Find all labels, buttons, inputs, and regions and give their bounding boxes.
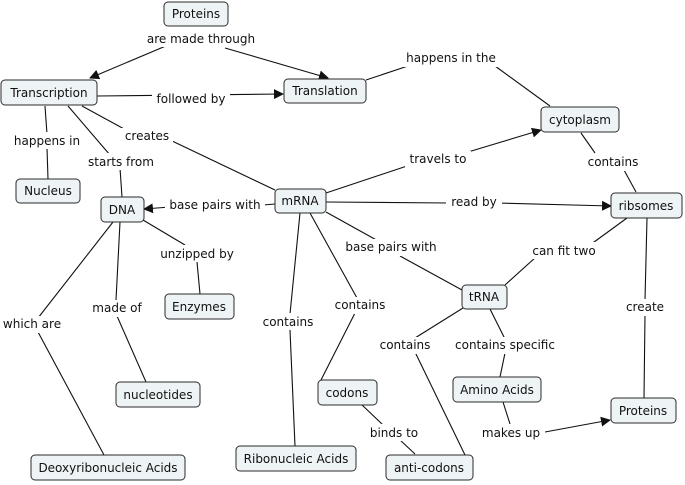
- concept-label: Proteins: [619, 404, 667, 418]
- concept-label: Nucleus: [24, 184, 72, 198]
- concept-mrna[interactable]: mRNA: [274, 188, 327, 214]
- concept-label: codons: [326, 386, 369, 400]
- link-label-contains-ribsomes: contains: [588, 155, 639, 169]
- edge-proteins-translation: [224, 47, 329, 81]
- link-label-starts-from: starts from: [88, 155, 154, 169]
- edge-transcription-happensin: [44, 105, 48, 135]
- edge-trna-contains: [414, 307, 464, 339]
- edge-contains-ribonucleic: [289, 329, 296, 447]
- concept-trna[interactable]: tRNA: [461, 284, 508, 310]
- link-labels: are made through followed by happens in …: [0, 30, 668, 441]
- concept-enzymes[interactable]: Enzymes: [164, 293, 235, 320]
- link-label-create: create: [626, 300, 664, 314]
- edge-startsfrom-dna: [119, 167, 123, 198]
- link-label-can-fit-two: can fit two: [532, 244, 595, 258]
- link-label-base-pairs-with-trna: base pairs with: [345, 240, 436, 254]
- edge-containsspecific-amino: [499, 352, 506, 378]
- concept-translation[interactable]: Translation: [283, 78, 367, 104]
- concept-label: tRNA: [469, 290, 500, 304]
- edge-mrna-travelsto: [325, 164, 411, 194]
- edge-ribsomes-create: [644, 217, 648, 301]
- edge-happensin-nucleus: [46, 147, 49, 180]
- link-label-read-by: read by: [451, 195, 497, 209]
- concept-label: Transcription: [9, 86, 87, 100]
- concept-anti-codons[interactable]: anti-codons: [385, 454, 474, 481]
- edge-unzipped-enzymes: [196, 261, 201, 295]
- edge-create-proteins: [643, 314, 646, 399]
- edge-translation-happensin: [365, 65, 409, 81]
- link-label-travels-to: travels to: [410, 152, 467, 166]
- edge-dna-madeof: [115, 221, 121, 301]
- concept-cytoplasm[interactable]: cytoplasm: [540, 106, 620, 133]
- edge-cytoplasm-contains: [580, 132, 596, 154]
- concept-transcription[interactable]: Transcription: [0, 79, 98, 106]
- edge-travelsto-cytoplasm: [467, 127, 542, 153]
- concept-proteins-bottom[interactable]: Proteins: [610, 397, 677, 424]
- link-label-contains-ribonucleic: contains: [263, 315, 314, 329]
- concept-proteins-top[interactable]: Proteins: [163, 1, 229, 27]
- edge-makesup-proteins: [544, 416, 611, 433]
- concept-label: Ribonucleic Acids: [244, 452, 349, 466]
- edge-trna-containsspecific: [489, 308, 506, 340]
- edge-happensin-cytoplasm: [494, 65, 551, 107]
- concept-label: Proteins: [172, 7, 220, 21]
- link-label-contains-specific: contains specific: [455, 338, 555, 352]
- link-label-happens-in-the: happens in the: [406, 51, 496, 65]
- edge-mrna-readby: [325, 201, 451, 204]
- concept-label: Enzymes: [172, 300, 226, 314]
- link-label-creates: creates: [125, 129, 169, 143]
- link-label-makes-up: makes up: [482, 426, 540, 440]
- edge-dna-whichare: [37, 221, 114, 319]
- link-label-contains-anticodons: contains: [380, 338, 431, 352]
- link-label-base-pairs-with-dna: base pairs with: [169, 198, 260, 212]
- edge-amino-makesup: [502, 401, 511, 425]
- edge-codons-bindsto: [360, 403, 384, 426]
- concept-ribonucleic-acids[interactable]: Ribonucleic Acids: [235, 445, 357, 472]
- concept-label: mRNA: [281, 194, 319, 208]
- concept-ribsomes[interactable]: ribsomes: [610, 192, 683, 219]
- edge-mrna-contains-ribo: [289, 212, 301, 315]
- concept-label: nucleotides: [123, 388, 192, 402]
- edge-transcription-creates: [81, 105, 127, 131]
- link-label-followed-by: followed by: [157, 92, 226, 106]
- concept-label: cytoplasm: [549, 113, 611, 127]
- edge-creates-mrna: [169, 139, 276, 191]
- concept-label: Translation: [291, 84, 357, 98]
- concept-nucleotides[interactable]: nucleotides: [115, 381, 201, 408]
- concept-label: DNA: [109, 203, 136, 217]
- edge-basepairs2-trna: [399, 255, 463, 291]
- concept-label: ribsomes: [619, 199, 674, 213]
- edge-contains-ribsomes: [623, 169, 637, 193]
- edge-madeof-nucleotides: [116, 315, 147, 383]
- edge-readby-ribsomes: [497, 200, 612, 211]
- concept-codons[interactable]: codons: [317, 379, 378, 406]
- edge-dna-unzipped: [142, 219, 186, 246]
- edge-bindsto-anticodons: [399, 439, 416, 455]
- link-label-made-of: made of: [92, 301, 142, 315]
- concept-dna[interactable]: DNA: [100, 196, 145, 223]
- link-label-are-made-through: are made through: [147, 32, 255, 46]
- link-label-contains-codons: contains: [335, 298, 386, 312]
- edge-ribsomes-canfit: [589, 217, 628, 246]
- concept-label: anti-codons: [394, 461, 464, 475]
- edge-mrna-basepairs2: [325, 211, 381, 243]
- concept-amino-acids[interactable]: Amino Acids: [452, 376, 542, 403]
- edge-canfit-trna: [504, 256, 537, 286]
- connector-lines: [37, 39, 648, 456]
- link-label-which-are: which are: [3, 317, 61, 331]
- concept-label: Deoxyribonucleic Acids: [38, 461, 177, 475]
- edge-whichare-deoxy: [37, 331, 105, 456]
- concept-deoxyribonucleic-acids[interactable]: Deoxyribonucleic Acids: [30, 454, 186, 481]
- edge-contains-codons: [320, 312, 356, 381]
- concept-nucleus[interactable]: Nucleus: [15, 178, 81, 204]
- edge-transcription-startsfrom: [67, 105, 111, 156]
- link-label-binds-to: binds to: [370, 426, 418, 440]
- link-label-happens-in: happens in: [14, 134, 80, 148]
- edge-contains-anticodons: [414, 351, 466, 456]
- link-label-unzipped-by: unzipped by: [160, 247, 234, 261]
- edge-mrna-contains-codons: [309, 212, 358, 299]
- concept-label: Amino Acids: [460, 383, 534, 397]
